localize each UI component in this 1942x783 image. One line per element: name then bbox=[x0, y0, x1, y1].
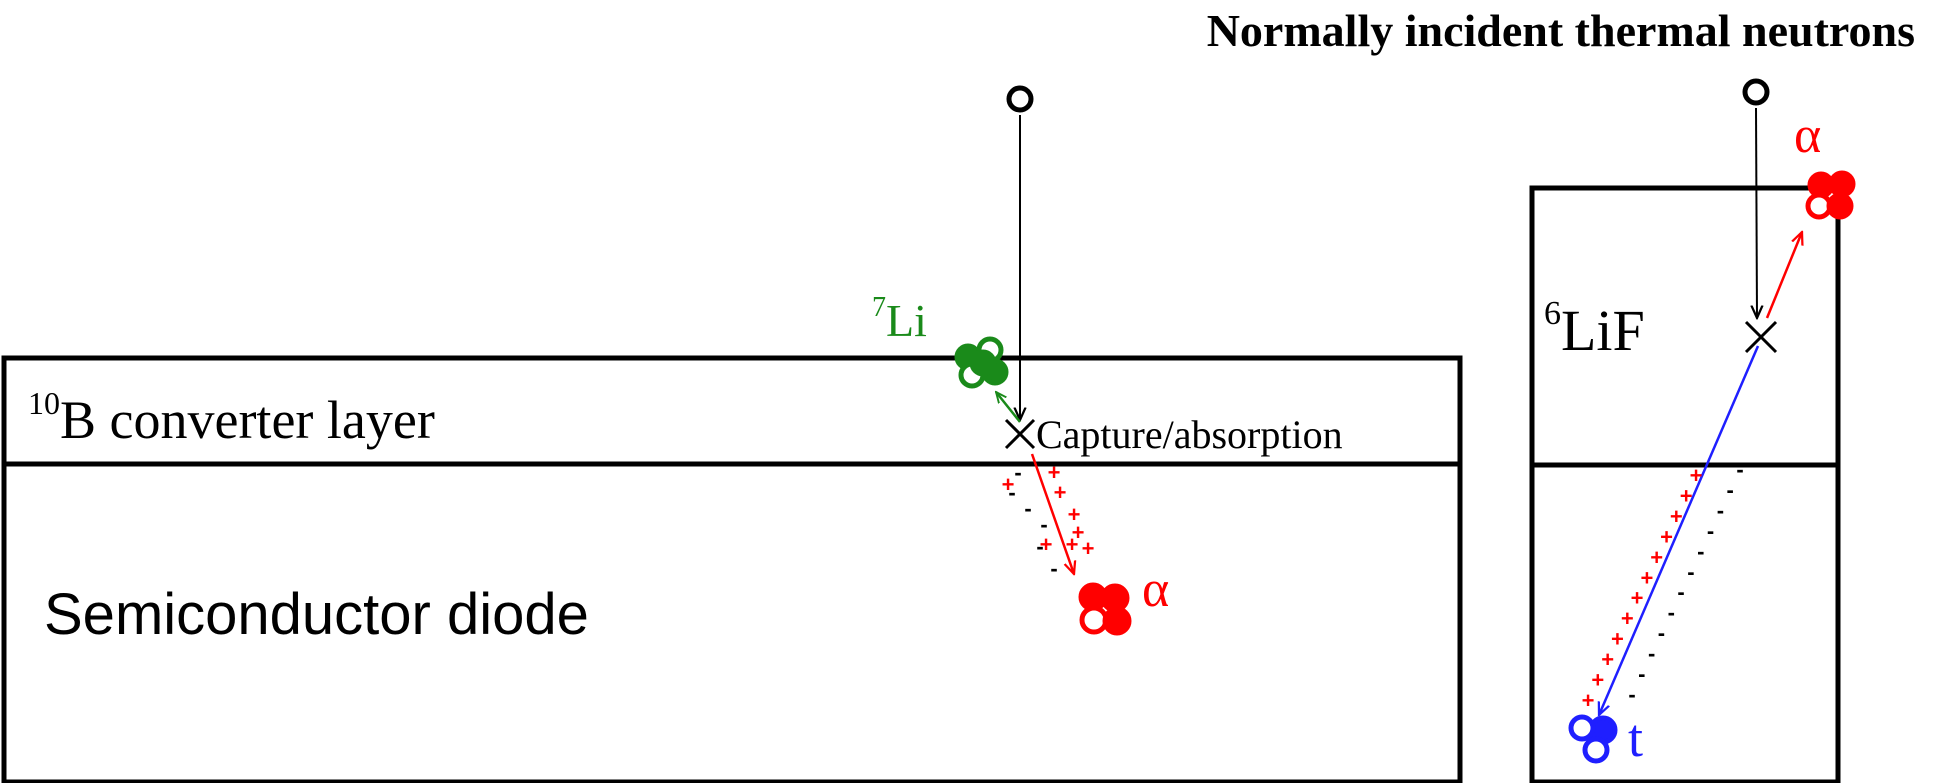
li-path-line bbox=[996, 392, 1021, 423]
plus-charge: + bbox=[1082, 536, 1095, 561]
li7-nucleus-icon bbox=[954, 336, 1009, 389]
minus-charge: - bbox=[1658, 621, 1665, 646]
charge-trail-right: +-+-+-+-+-+-+-+-+-+-+-+- bbox=[1582, 457, 1744, 713]
minus-charge: - bbox=[1697, 539, 1704, 564]
minus-charge: - bbox=[1687, 559, 1694, 584]
plus-charge: + bbox=[1650, 545, 1663, 570]
minus-charge: - bbox=[1707, 518, 1714, 543]
right-device: 6LiF α t +-+-+-+-+-+-+-+-+-+-+-+- bbox=[1529, 78, 1856, 783]
plus-charge: + bbox=[1660, 524, 1673, 549]
alpha-nucleus-icon-right bbox=[1805, 170, 1856, 220]
plus-charge: + bbox=[1621, 606, 1634, 631]
plus-charge: + bbox=[1582, 688, 1595, 713]
diode-box bbox=[1, 461, 1463, 783]
alpha-nucleus-icon bbox=[1078, 582, 1132, 636]
plus-charge: + bbox=[1066, 532, 1079, 557]
minus-charge: - bbox=[1727, 477, 1734, 502]
minus-charge: - bbox=[1050, 556, 1057, 581]
neutron-icon bbox=[1006, 85, 1034, 113]
minus-charge: - bbox=[1638, 662, 1645, 687]
triton-nucleus-icon bbox=[1568, 714, 1618, 764]
converter-layer-label: 10B converter layer bbox=[28, 385, 435, 450]
plus-charge: + bbox=[1054, 480, 1067, 505]
minus-charge: - bbox=[1040, 512, 1047, 537]
capture-point-icon-right bbox=[1744, 320, 1778, 354]
minus-charge: - bbox=[1677, 580, 1684, 605]
diagram-title: Normally incident thermal neutrons bbox=[1207, 5, 1915, 56]
plus-charge: + bbox=[1068, 502, 1081, 527]
alpha-label-left: α bbox=[1142, 561, 1169, 618]
alpha-path-line bbox=[1030, 453, 1074, 574]
neutron-icon-right bbox=[1742, 78, 1770, 106]
alpha-label-right: α bbox=[1794, 107, 1821, 164]
minus-charge: - bbox=[1628, 682, 1635, 707]
plus-charge: + bbox=[1002, 472, 1015, 497]
plus-charge: + bbox=[1680, 483, 1693, 508]
minus-charge: - bbox=[1717, 498, 1724, 523]
li7-label: 7Li bbox=[872, 292, 927, 346]
plus-charge: + bbox=[1690, 463, 1703, 488]
plus-charge: + bbox=[1048, 460, 1061, 485]
triton-label: t bbox=[1628, 708, 1643, 768]
plus-charge: + bbox=[1670, 504, 1683, 529]
minus-charge: - bbox=[1036, 534, 1043, 559]
neutron-path-line-right bbox=[1756, 107, 1757, 318]
plus-charge: + bbox=[1601, 647, 1614, 672]
minus-charge: - bbox=[1008, 480, 1015, 505]
lif-label: 6LiF bbox=[1544, 295, 1645, 363]
minus-charge: - bbox=[1024, 496, 1031, 521]
plus-charge: + bbox=[1631, 586, 1644, 611]
triton-path-line bbox=[1599, 345, 1760, 715]
left-device: 10B converter layer Semiconductor diode … bbox=[1, 85, 1463, 783]
charge-trail-left: ------++++++++ bbox=[1002, 460, 1095, 581]
minus-charge: - bbox=[1014, 460, 1021, 485]
minus-charge: - bbox=[1648, 641, 1655, 666]
alpha-path-line-right bbox=[1765, 232, 1802, 319]
capture-point-icon bbox=[1004, 418, 1036, 450]
plus-charge: + bbox=[1611, 627, 1624, 652]
minus-charge: - bbox=[1736, 457, 1743, 482]
plus-charge: + bbox=[1591, 668, 1604, 693]
right-diode-box bbox=[1529, 462, 1841, 783]
capture-label: Capture/absorption bbox=[1036, 412, 1343, 457]
plus-charge: + bbox=[1040, 532, 1053, 557]
minus-charge: - bbox=[1668, 600, 1675, 625]
diode-label: Semiconductor diode bbox=[44, 582, 589, 647]
plus-charge: + bbox=[1640, 565, 1653, 590]
plus-charge: + bbox=[1072, 520, 1085, 545]
